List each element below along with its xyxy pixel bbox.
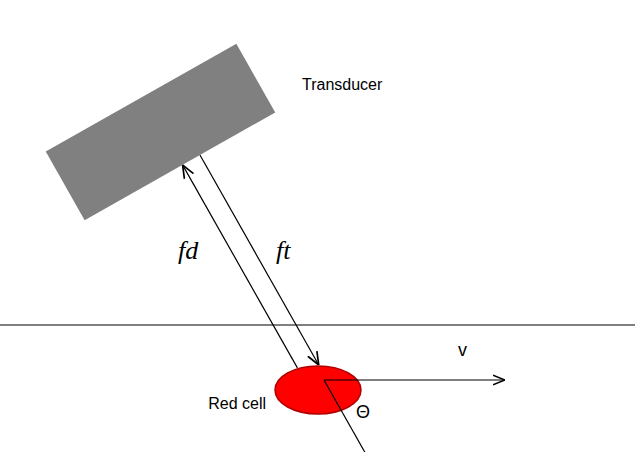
text-holder: v [458, 340, 467, 361]
velocity-arrow [324, 379, 505, 380]
text-holder: Θ [356, 402, 370, 423]
transducer-probe: Transducer [45, 44, 276, 220]
frequency-symbol: ft [274, 236, 292, 266]
cell-name: Red cell [208, 395, 266, 413]
red-cell: Red cell [274, 365, 362, 415]
text-holder: fd [176, 236, 200, 266]
text-holder: Transducer [302, 76, 382, 94]
red-cell-outline [274, 365, 362, 415]
frequency-symbol: fd [176, 236, 200, 266]
text-holder: ft [274, 236, 292, 266]
text-holder: Red cell [208, 395, 266, 413]
angle-symbol: Θ [356, 402, 370, 423]
vessel-wall [0, 324, 635, 325]
ultrasound-beam-arrow [200, 155, 319, 365]
probe-body [46, 44, 276, 221]
ultrasound-beam-arrow [183, 165, 298, 368]
beam-axis-line [324, 380, 375, 452]
cell-body [275, 366, 361, 414]
probe-name: Transducer [302, 76, 382, 94]
transducer-probe-outline [45, 44, 276, 220]
velocity-symbol: v [458, 340, 467, 361]
